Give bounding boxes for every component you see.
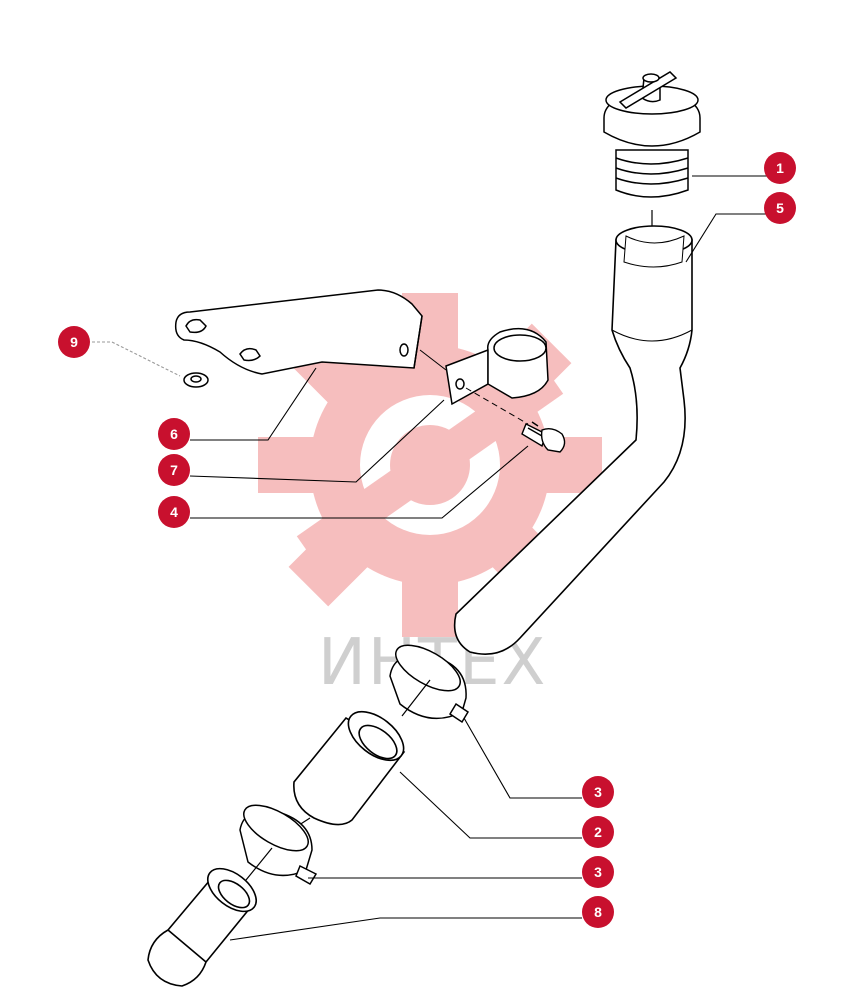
callout-1: 1 — [764, 152, 796, 184]
plate-to-clamp-leader — [419, 349, 447, 371]
callout-5: 5 — [764, 192, 796, 224]
svg-text:9: 9 — [70, 334, 78, 350]
callout-8: 8 — [582, 896, 614, 928]
callout-6: 6 — [158, 418, 190, 450]
svg-text:6: 6 — [170, 426, 178, 442]
filler-cap — [603, 71, 701, 198]
rubber-hose — [293, 710, 406, 826]
callout-9: 9 — [58, 326, 90, 358]
svg-text:7: 7 — [170, 462, 178, 478]
svg-text:8: 8 — [594, 904, 602, 920]
upper-clamp-leader — [401, 679, 431, 717]
leader-lines — [92, 175, 776, 941]
hose-clamp-upper — [389, 644, 470, 724]
svg-text:3: 3 — [594, 784, 602, 800]
svg-text:3: 3 — [594, 864, 602, 880]
callout-4: 4 — [158, 496, 190, 528]
pipe-clamp — [445, 327, 549, 406]
callout-3-lower: 3 — [582, 856, 614, 888]
filler-pipe — [453, 225, 693, 655]
svg-text:4: 4 — [170, 504, 178, 520]
bolt-axis-line — [465, 387, 529, 425]
callout-7: 7 — [158, 454, 190, 486]
washer — [183, 372, 209, 388]
outlet-nozzle — [147, 867, 257, 987]
hose-clamp-lower — [239, 804, 318, 886]
lower-clamp-leader — [245, 847, 273, 881]
callout-3-upper: 3 — [582, 776, 614, 808]
bracket-plate — [174, 289, 423, 375]
svg-text:1: 1 — [776, 160, 784, 176]
bolt — [521, 421, 566, 453]
svg-text:5: 5 — [776, 200, 784, 216]
svg-text:2: 2 — [594, 824, 602, 840]
callout-2: 2 — [582, 816, 614, 848]
